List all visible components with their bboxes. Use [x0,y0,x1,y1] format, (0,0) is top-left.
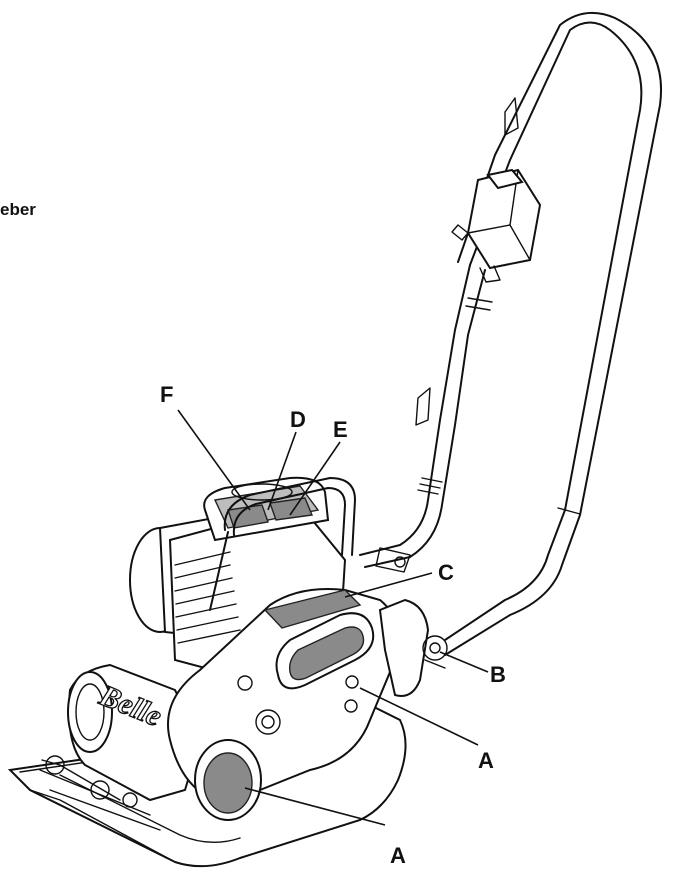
callout-C: C [438,560,454,585]
leader-E [289,441,341,516]
callout-F: F [160,382,173,407]
throttle-control-box [451,168,542,283]
leader-C [344,572,433,598]
callout-E: E [333,417,348,442]
leader-A-bottom [244,787,386,826]
callout-B: B [490,662,506,687]
cropped-text-line-2: eber [0,200,36,219]
callout-A-bottom: A [390,843,406,868]
leader-A-right [359,687,479,746]
belt-guard [167,588,399,821]
handle-pivot-bracket [375,547,448,697]
leader-B [439,651,489,673]
leader-F [177,409,251,511]
callout-leaders [177,409,489,826]
callout-D: D [290,407,306,432]
callout-A-right: A [478,748,494,773]
exciter-housing [39,663,202,831]
leader-D [267,431,297,511]
handle-frame [359,11,662,656]
